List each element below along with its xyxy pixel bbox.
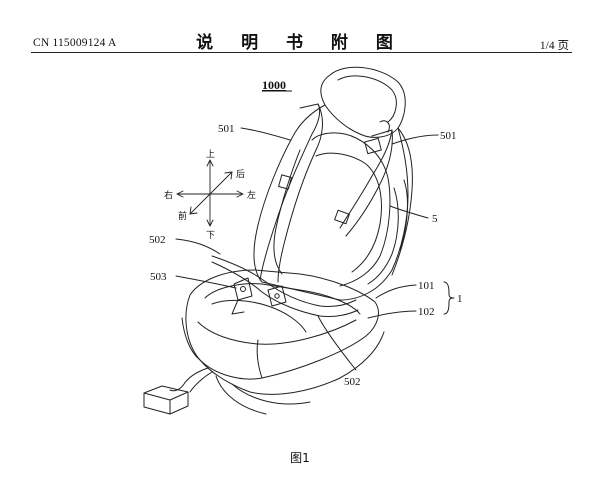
control-module xyxy=(143,385,189,415)
figure-caption: 图1 xyxy=(290,451,310,465)
ref-belt-upper-left: 501 xyxy=(218,123,235,135)
ref-belt-upper-right: 501 xyxy=(440,130,457,142)
direction-down-label: 下 xyxy=(206,231,215,241)
header-rule xyxy=(31,52,572,53)
ref-main: 1000 xyxy=(262,78,286,92)
direction-left-label: 左 xyxy=(247,189,256,201)
page-header: CN 115009124 A 说 明 书 附 图 1/4 页 xyxy=(0,0,600,56)
document-title: 说 明 书 附 图 xyxy=(196,33,404,53)
ref-backrest: 5 xyxy=(432,213,438,225)
ref-seat-upper: 101 xyxy=(418,280,435,292)
shoulder-belt xyxy=(259,103,321,281)
backrest-outline xyxy=(253,104,409,301)
seat-figure: 1000 501 501 5 502 503 101 102 1 502 上 下… xyxy=(143,66,463,415)
ref-seat-group: 1 xyxy=(457,293,463,305)
lap-belt xyxy=(211,255,357,307)
direction-compass xyxy=(176,159,244,227)
direction-right-label: 右 xyxy=(164,189,173,201)
page-number: 1/4 页 xyxy=(539,40,569,52)
direction-up-label: 上 xyxy=(206,149,215,160)
ref-belt-bottom: 502 xyxy=(344,376,361,388)
ref-seat-lower: 102 xyxy=(418,306,435,318)
cable xyxy=(169,367,209,392)
publication-number: CN 115009124 A xyxy=(33,37,117,49)
headrest xyxy=(320,66,406,138)
direction-back-label: 后 xyxy=(236,169,245,180)
ref-buckle: 503 xyxy=(150,271,167,283)
ref-lap-belt: 502 xyxy=(149,234,166,246)
direction-front-label: 前 xyxy=(178,210,187,222)
